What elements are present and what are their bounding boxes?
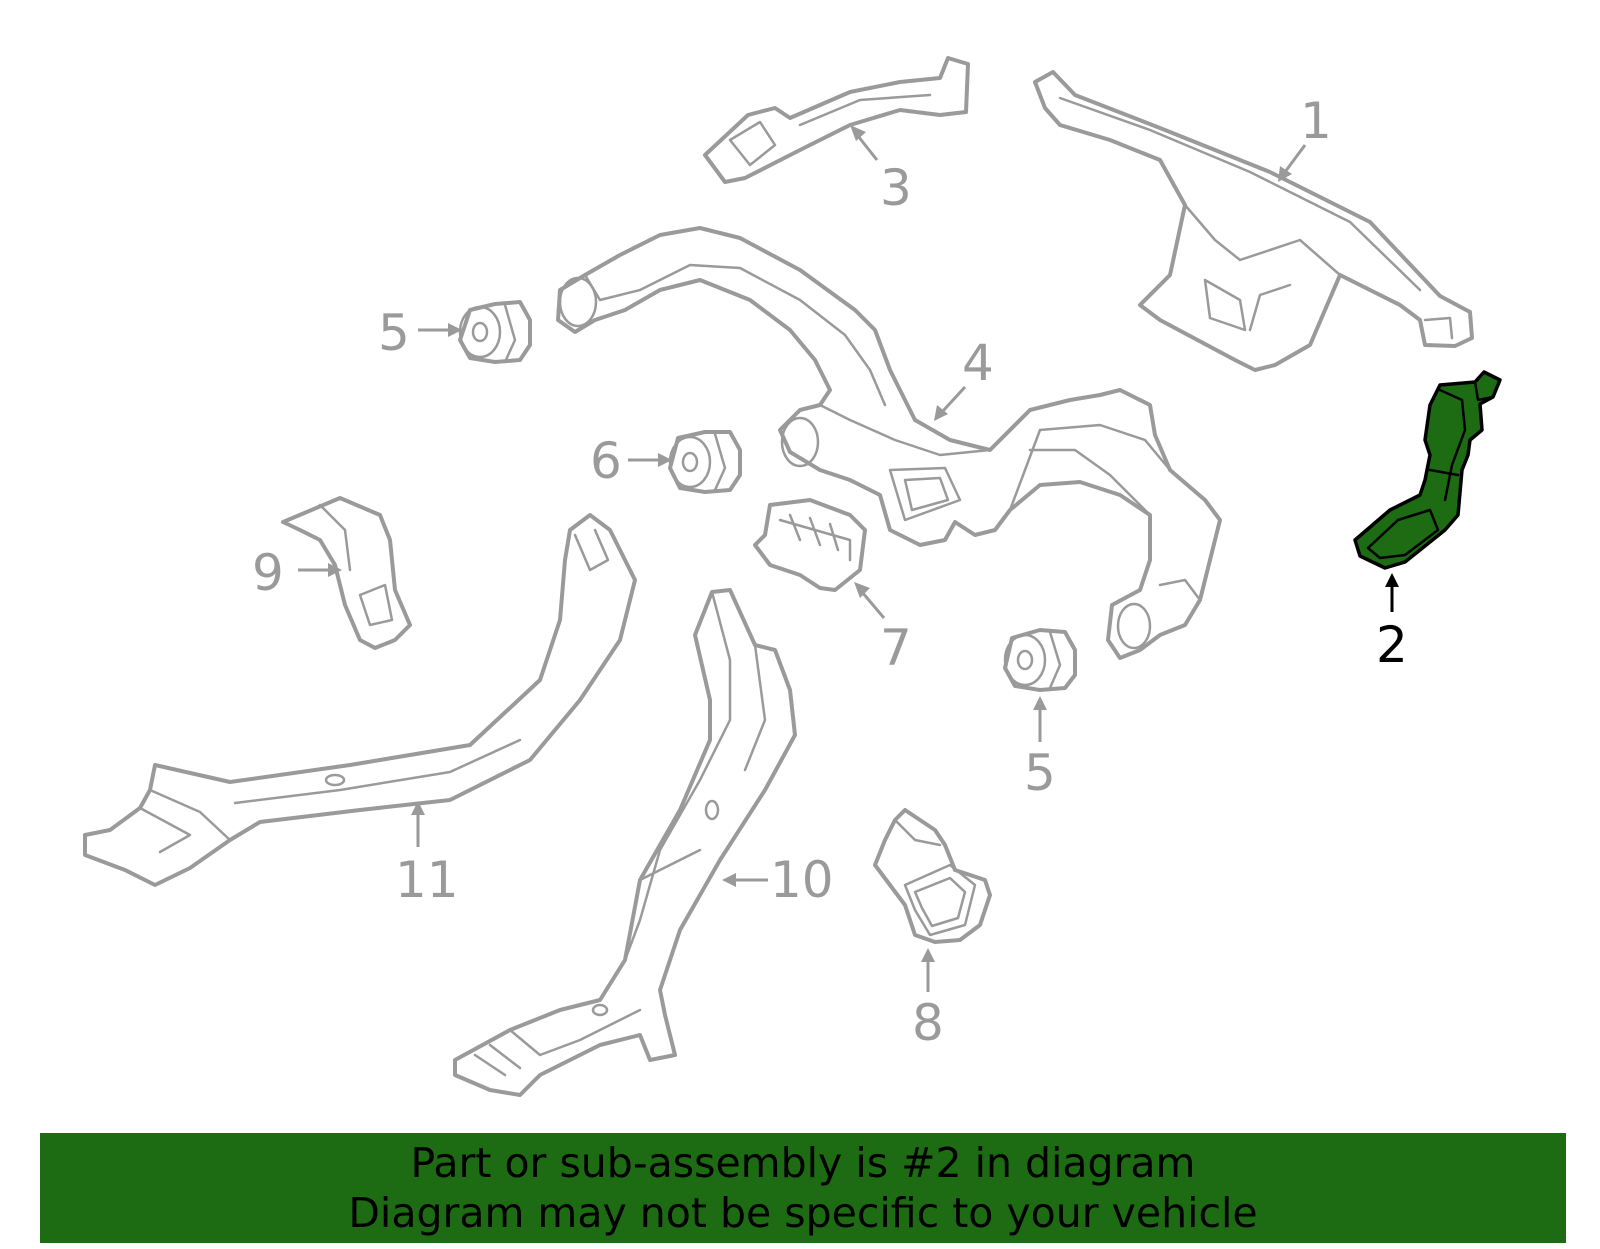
leaders bbox=[298, 125, 1399, 992]
callout-3: 3 bbox=[880, 159, 912, 217]
part-1-upper-duct bbox=[1033, 70, 1474, 372]
part-9-bracket bbox=[281, 496, 412, 650]
part-6-grommet bbox=[668, 430, 742, 494]
callout-5-lower: 5 bbox=[1024, 744, 1056, 802]
banner-line-1: Part or sub-assembly is #2 in diagram bbox=[410, 1139, 1196, 1187]
banner-line-2: Diagram may not be specific to your vehi… bbox=[348, 1189, 1258, 1237]
callout-9: 9 bbox=[252, 544, 284, 602]
part-10-floor-duct bbox=[453, 588, 797, 1097]
callout-6: 6 bbox=[590, 432, 622, 490]
part-5-grommet-lower bbox=[1003, 628, 1077, 692]
callout-1: 1 bbox=[1300, 92, 1332, 150]
callout-5-upper: 5 bbox=[378, 304, 410, 362]
part-11-lower-left-duct bbox=[83, 513, 637, 887]
callout-8: 8 bbox=[912, 994, 944, 1052]
callout-7: 7 bbox=[880, 619, 912, 677]
parts-diagram: 1 3 4 5 6 5 7 9 11 10 8 2 bbox=[83, 56, 1502, 1097]
part-5-grommet-upper bbox=[458, 300, 532, 364]
callout-2: 2 bbox=[1376, 616, 1408, 674]
callout-10: 10 bbox=[770, 851, 834, 909]
part-4-center-duct bbox=[556, 226, 1222, 660]
callout-11: 11 bbox=[395, 851, 459, 909]
info-banner: Part or sub-assembly is #2 in diagram Di… bbox=[40, 1133, 1566, 1243]
part-2-highlighted-duct bbox=[1353, 370, 1502, 570]
part-3-upper-left-duct bbox=[703, 56, 970, 184]
callout-4: 4 bbox=[962, 334, 994, 392]
part-7-vent-connector bbox=[753, 498, 867, 592]
part-8-vent-outlet bbox=[873, 808, 992, 944]
